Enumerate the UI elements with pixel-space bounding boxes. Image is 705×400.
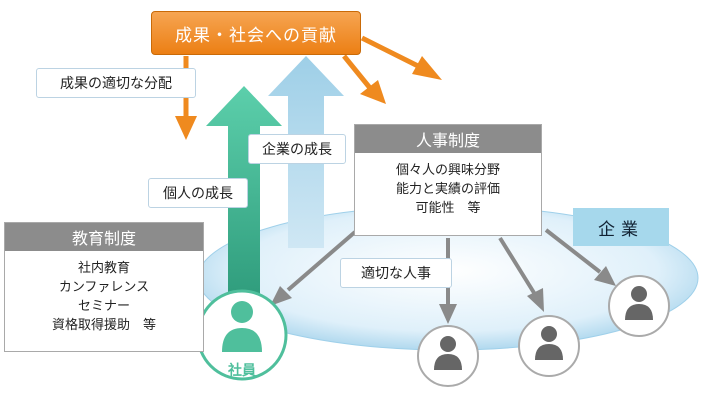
hr-arrow-employee xyxy=(270,230,357,306)
education-system-panel: 教育制度 社内教育 カンファレンス セミナー 資格取得援助 等 xyxy=(4,222,204,352)
education-system-line: 資格取得援助 等 xyxy=(51,318,156,333)
orange-arrow-right xyxy=(360,35,442,80)
result-box: 成果・社会への貢献 xyxy=(151,11,361,55)
result-box-label: 成果・社会への貢献 xyxy=(175,25,337,46)
employee-circle xyxy=(196,289,288,381)
education-system-line: セミナー xyxy=(77,299,130,314)
company-growth-label: 企業の成長 xyxy=(248,134,346,164)
hr-arrow-person-4 xyxy=(544,228,616,286)
employee-label: 社員 xyxy=(228,363,256,379)
person-icon xyxy=(535,326,563,360)
proper-hr-label: 適切な人事 xyxy=(340,258,452,288)
individual-growth-label: 個人の成長 xyxy=(148,178,248,208)
person-circle-2 xyxy=(417,325,479,387)
hr-system-panel: 人事制度 個々人の興味分野 能力と実績の評価 可能性 等 xyxy=(354,124,542,236)
education-system-body: 社内教育 カンファレンス セミナー 資格取得援助 等 xyxy=(5,251,203,335)
person-icon xyxy=(625,286,653,320)
proper-hr-label-text: 適切な人事 xyxy=(361,266,431,282)
distribution-label: 成果の適切な分配 xyxy=(36,68,196,98)
person-icon xyxy=(222,301,262,352)
hr-system-body: 個々人の興味分野 能力と実績の評価 可能性 等 xyxy=(355,153,541,218)
education-system-line: 社内教育 xyxy=(77,261,130,276)
orange-arrow-down-right xyxy=(342,54,386,104)
company-label: 企業 xyxy=(573,208,669,246)
company-label-text: 企業 xyxy=(598,219,644,240)
hr-system-title: 人事制度 xyxy=(355,125,541,153)
individual-growth-label-text: 個人の成長 xyxy=(163,186,233,202)
company-growth-label-text: 企業の成長 xyxy=(262,142,332,158)
education-system-line: カンファレンス xyxy=(58,280,150,295)
hr-system-line: 能力と実績の評価 xyxy=(395,182,500,197)
hr-system-line: 個々人の興味分野 xyxy=(395,163,500,178)
education-system-title: 教育制度 xyxy=(5,223,203,251)
person-circle-3 xyxy=(518,315,580,377)
person-icon xyxy=(434,336,462,370)
person-circle-4 xyxy=(608,275,670,337)
distribution-label-text: 成果の適切な分配 xyxy=(60,76,172,92)
hr-system-line: 可能性 等 xyxy=(415,201,481,216)
hr-arrow-person-3 xyxy=(498,236,544,312)
